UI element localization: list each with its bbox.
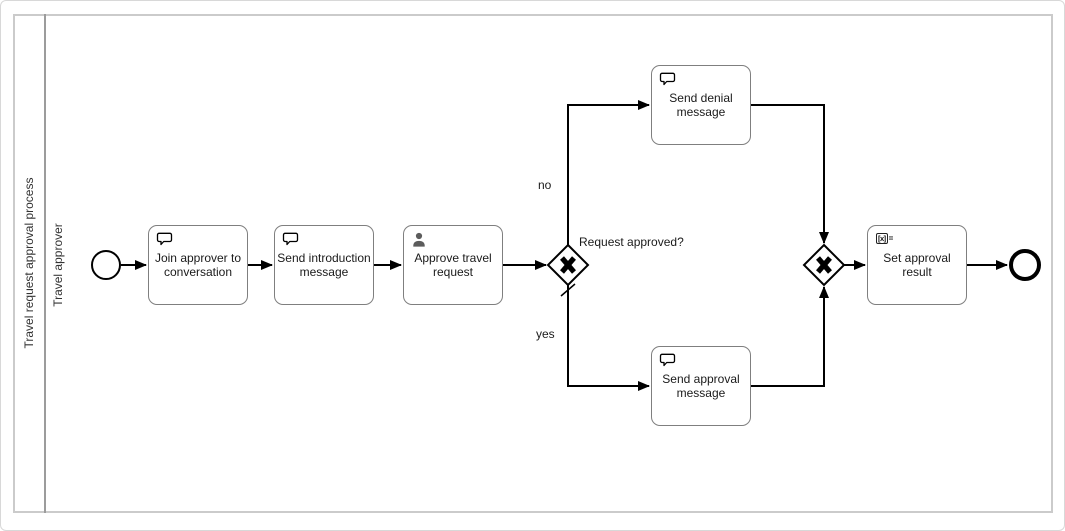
- edge-label-no: no: [538, 178, 552, 192]
- task-label: Set approval result: [883, 250, 951, 279]
- task-send-approval[interactable]: Send approval message: [651, 346, 751, 426]
- xor-marker-icon: [560, 256, 576, 274]
- task-label: Send introduction message: [277, 250, 371, 279]
- task-send-denial[interactable]: Send denial message: [651, 65, 751, 145]
- lane-label: Travel approver: [51, 223, 65, 307]
- gateway-label: Request approved?: [579, 235, 684, 249]
- gateway-request-approved[interactable]: [546, 243, 590, 287]
- task-approve-travel[interactable]: Approve travel request: [403, 225, 503, 305]
- pool-lane-divider: [44, 14, 46, 513]
- pool-travel-request-approval[interactable]: [13, 14, 1053, 513]
- task-set-approval-result[interactable]: [x]= Set approval result: [867, 225, 967, 305]
- task-label: Send denial message: [669, 90, 733, 119]
- task-send-introduction[interactable]: Send introduction message: [274, 225, 374, 305]
- chat-bubble-icon: [156, 232, 173, 246]
- user-icon: [413, 232, 425, 247]
- task-label: Join approver to conversation: [154, 250, 242, 279]
- chat-bubble-icon: [659, 72, 676, 86]
- end-event[interactable]: [1009, 249, 1041, 281]
- expression-icon: [x]=: [876, 233, 894, 244]
- task-label: Send approval message: [662, 371, 740, 400]
- xor-marker-icon: [816, 256, 832, 274]
- chat-bubble-icon: [282, 232, 299, 246]
- task-label: Approve travel request: [414, 250, 492, 279]
- start-event[interactable]: [91, 250, 121, 280]
- gateway-merge[interactable]: [802, 243, 846, 287]
- task-join-approver[interactable]: Join approver to conversation: [148, 225, 248, 305]
- pool-label: Travel request approval process: [22, 177, 36, 349]
- chat-bubble-icon: [659, 353, 676, 367]
- edge-label-yes: yes: [536, 327, 555, 341]
